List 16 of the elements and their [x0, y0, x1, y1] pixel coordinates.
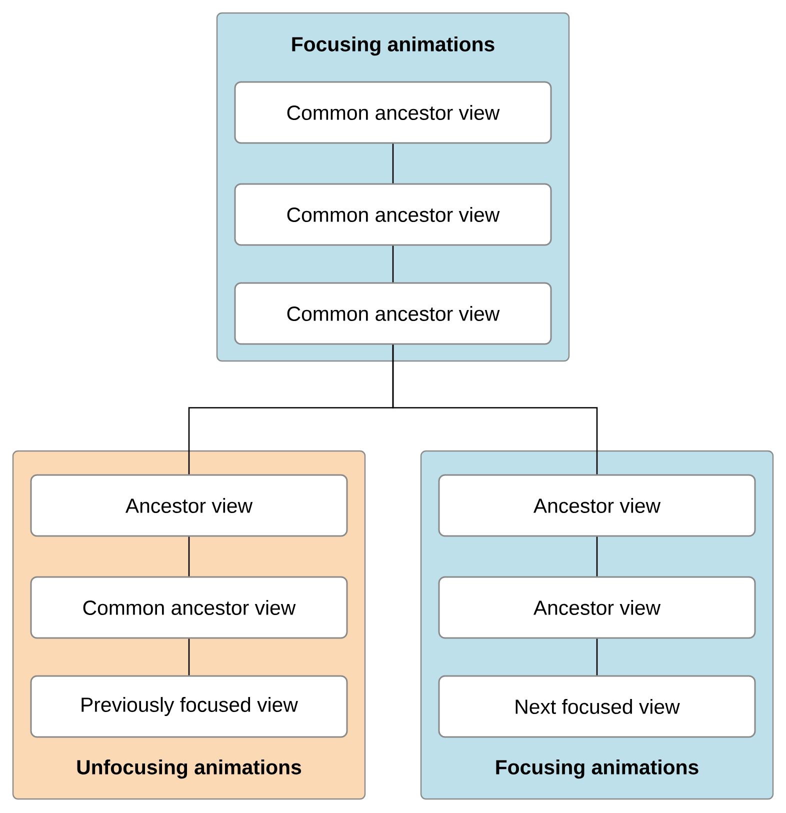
view-box: Ancestor view [30, 474, 348, 537]
connector-line [188, 638, 190, 676]
connector-line [596, 638, 598, 676]
connector-line [392, 144, 394, 184]
view-box: Common ancestor view [234, 282, 552, 345]
connector-line [392, 246, 394, 282]
view-box: Common ancestor view [30, 576, 348, 639]
view-box: Ancestor view [438, 474, 756, 537]
view-box: Next focused view [438, 675, 756, 738]
connector-line [596, 536, 598, 576]
view-box: Ancestor view [438, 576, 756, 639]
view-box: Common ancestor view [234, 81, 552, 144]
view-box: Previously focused view [30, 675, 348, 738]
view-box: Common ancestor view [234, 183, 552, 246]
connector-line [188, 536, 190, 576]
connector-line [392, 344, 598, 474]
